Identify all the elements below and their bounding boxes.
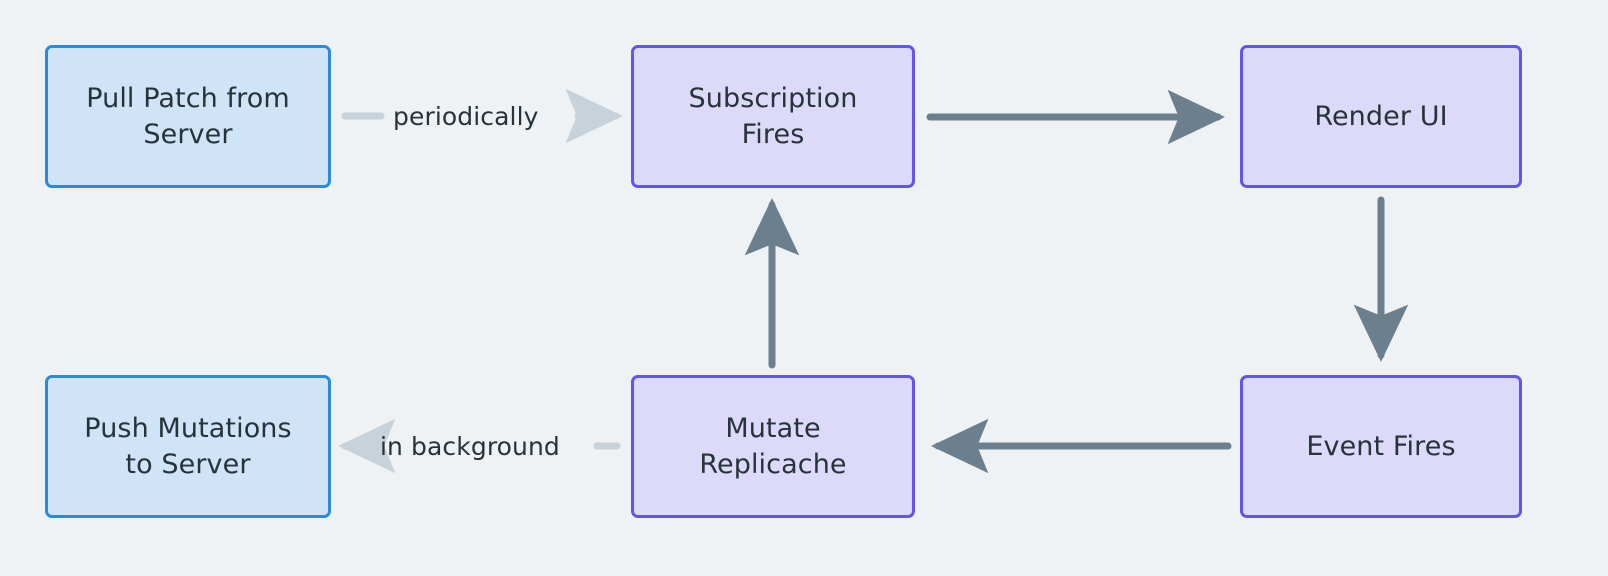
node-mutate-replicache[interactable]: Mutate Replicache: [631, 375, 915, 518]
node-pull-patch-from-server[interactable]: Pull Patch from Server: [45, 45, 331, 188]
edge-label-in-background: in background: [380, 432, 560, 461]
node-render-ui[interactable]: Render UI: [1240, 45, 1522, 188]
node-push-mutations-to-server[interactable]: Push Mutations to Server: [45, 375, 331, 518]
node-event-fires[interactable]: Event Fires: [1240, 375, 1522, 518]
edge-label-periodically: periodically: [393, 102, 539, 131]
node-subscription-fires[interactable]: Subscription Fires: [631, 45, 915, 188]
